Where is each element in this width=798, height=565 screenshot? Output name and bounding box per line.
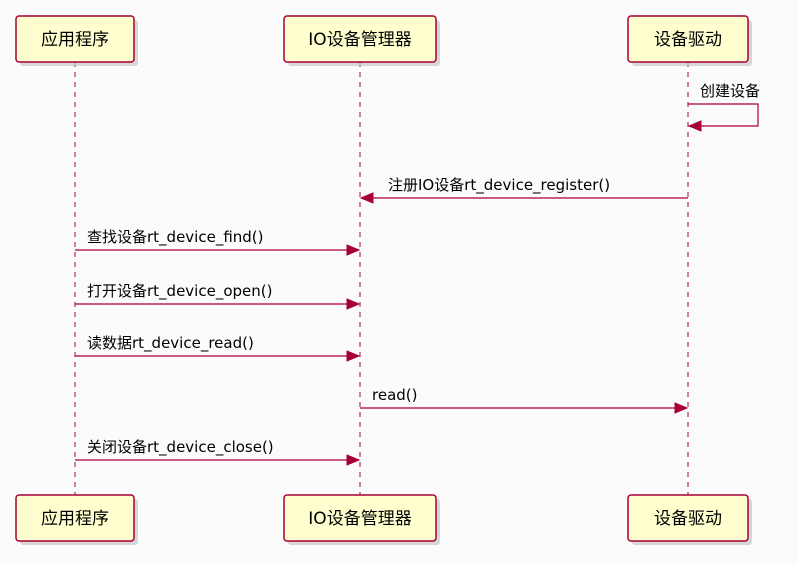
participant-io-bottom: IO设备管理器 <box>283 494 440 545</box>
participant-io-top: IO设备管理器 <box>283 15 440 66</box>
message-label: 创建设备 <box>700 82 760 100</box>
message-label: 打开设备rt_device_open() <box>87 282 272 301</box>
message-label: 查找设备rt_device_find() <box>87 228 264 247</box>
participant-app-top: 应用程序 <box>15 15 138 66</box>
message-label: 注册IO设备rt_device_register() <box>388 176 610 195</box>
message-arrow <box>688 103 759 127</box>
participant-box <box>15 15 135 63</box>
message-1: 创建设备 <box>687 82 760 132</box>
participant-label: 设备驱动 <box>654 509 722 529</box>
arrowhead <box>674 402 689 414</box>
arrowhead <box>687 120 702 132</box>
participant-box <box>15 494 135 542</box>
participant-label: 设备驱动 <box>654 30 722 50</box>
participant-box <box>283 15 437 63</box>
participant-drv-top: 设备驱动 <box>627 15 752 66</box>
message-4: 打开设备rt_device_open() <box>75 282 361 310</box>
arrowhead <box>346 454 361 466</box>
participant-label: 应用程序 <box>41 30 109 50</box>
message-6: read() <box>360 386 689 414</box>
message-7: 关闭设备rt_device_close() <box>75 438 361 466</box>
message-label: 关闭设备rt_device_close() <box>87 438 274 457</box>
message-5: 读数据rt_device_read() <box>75 334 361 362</box>
message-label: 读数据rt_device_read() <box>87 334 254 353</box>
arrowhead <box>346 298 361 310</box>
arrowhead <box>346 350 361 362</box>
participant-box <box>627 15 749 63</box>
participant-label: 应用程序 <box>41 509 109 529</box>
message-label: read() <box>372 386 417 404</box>
message-3: 查找设备rt_device_find() <box>75 228 361 256</box>
participant-app-bottom: 应用程序 <box>15 494 138 545</box>
participant-box <box>627 494 749 542</box>
message-2: 注册IO设备rt_device_register() <box>359 176 688 204</box>
participant-label: IO设备管理器 <box>308 30 411 50</box>
arrowhead <box>346 244 361 256</box>
arrowhead <box>359 192 374 204</box>
participant-label: IO设备管理器 <box>308 509 411 529</box>
participant-drv-bottom: 设备驱动 <box>627 494 752 545</box>
participant-box <box>283 494 437 542</box>
